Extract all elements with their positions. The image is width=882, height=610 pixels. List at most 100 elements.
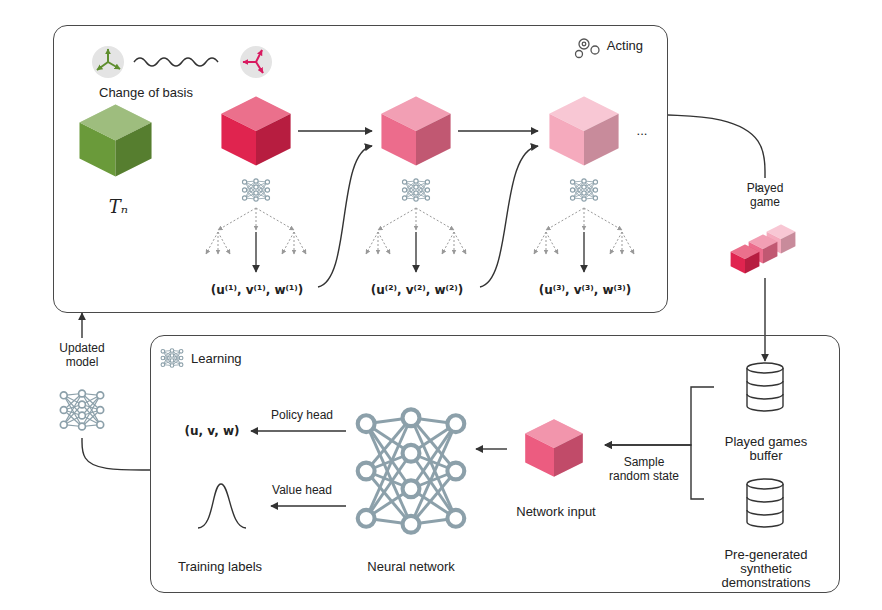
policy-output: (u, v, w): [173, 419, 251, 443]
network-unit: [358, 415, 375, 432]
network-unit: [414, 185, 418, 189]
tree-branch: [546, 232, 547, 254]
network-unit: [254, 179, 258, 183]
connector: [251, 430, 346, 431]
network-unit: [570, 188, 574, 192]
panel-title: Acting: [607, 39, 643, 53]
tree-branch: [378, 232, 390, 254]
network-unit: [447, 510, 464, 527]
tensor-cube: [731, 245, 760, 274]
connector: [81, 313, 82, 338]
node-label: (u, v, w): [185, 424, 240, 438]
tree-branch: [206, 232, 218, 254]
network-unit: [593, 196, 597, 200]
ellipsis-label: ...: [630, 124, 654, 138]
connector: [271, 505, 346, 506]
network-unit: [358, 463, 375, 480]
decor-shape: [579, 39, 589, 49]
tree-branch: [546, 232, 558, 254]
node-label: (u⁽³⁾, v⁽³⁾, w⁽³⁾): [539, 283, 631, 297]
decor-shape: [298, 130, 372, 131]
decor-shape: [108, 62, 120, 69]
network-unit: [425, 180, 429, 184]
node-label: Tₙ: [109, 196, 128, 217]
tree-branch: [442, 232, 454, 254]
updated-model: Updated model: [44, 338, 120, 438]
network-unit: [425, 188, 429, 192]
network-unit: [179, 350, 183, 354]
network-unit: [242, 180, 246, 184]
connector: [668, 115, 765, 178]
node-label: Training labels: [178, 560, 262, 574]
network-unit: [254, 191, 258, 195]
network-unit: [582, 197, 586, 201]
tree-branch: [282, 232, 294, 254]
network-unit: [60, 392, 67, 399]
basis-icon: [240, 46, 272, 78]
decor-shape: [747, 479, 783, 489]
neural-network: Neural network: [346, 396, 476, 576]
node-label: Played game: [735, 181, 795, 209]
edge-label: Policy head: [262, 408, 342, 422]
node-label: Neural network: [367, 560, 454, 574]
decor-shape: [582, 42, 586, 46]
network-unit: [254, 185, 258, 189]
network-unit: [60, 407, 67, 414]
tree-branch: [294, 232, 306, 254]
network-unit: [161, 356, 165, 360]
connector: [476, 448, 507, 449]
decor-shape: [256, 62, 263, 73]
decor-shape: [576, 51, 583, 58]
database-icon: [747, 479, 783, 527]
decor-shape: [747, 381, 783, 399]
network-unit: [358, 510, 375, 527]
tree-branch: [218, 232, 230, 254]
panel: ActingTₙChange of basis(u⁽¹⁾, v⁽¹⁾, w⁽¹⁾…: [53, 25, 668, 313]
step-arrow: [298, 131, 538, 287]
network-unit: [79, 423, 86, 430]
network-unit: [447, 415, 464, 432]
network-unit: [242, 188, 246, 192]
tree-branch: [416, 208, 454, 230]
node-label: Pre-generated synthetic demonstrations: [706, 548, 826, 590]
node-label: (u⁽²⁾, v⁽²⁾, w⁽²⁾): [371, 283, 463, 297]
tensor-cube: [80, 105, 152, 177]
decor-shape: [318, 146, 372, 287]
tree-branch: [454, 232, 455, 254]
connector: [82, 438, 150, 470]
chosen-action: [415, 232, 417, 272]
connector: [764, 278, 765, 361]
decor-shape: [92, 46, 124, 78]
network-unit: [403, 409, 420, 426]
network-unit: [161, 363, 165, 367]
network-unit: [79, 390, 86, 397]
chosen-action: [255, 232, 257, 272]
network-unit: [447, 463, 464, 480]
decor-shape: [591, 46, 599, 54]
decor-shape: [480, 146, 538, 287]
network-unit: [403, 445, 420, 462]
network-unit: [179, 356, 183, 360]
network-unit: [265, 188, 269, 192]
tree-branch: [584, 208, 622, 230]
network-unit: [170, 349, 174, 353]
network-unit: [570, 180, 574, 184]
tree-branch: [584, 208, 585, 230]
decor-shape: [243, 61, 256, 63]
decor-shape: [747, 497, 783, 515]
network-unit: [582, 185, 586, 189]
tree-branch: [546, 208, 584, 230]
network-unit: [97, 392, 104, 399]
network-unit: [593, 188, 597, 192]
decor-shape: [107, 49, 109, 62]
database: Pre-generated synthetic demonstrations: [704, 475, 828, 592]
training-labels: Training labels: [169, 479, 271, 576]
network-unit: [403, 516, 420, 533]
network-unit: [265, 180, 269, 184]
network-input: Network input: [507, 417, 605, 521]
decor-shape: [747, 363, 783, 373]
network-unit: [570, 196, 574, 200]
network-unit: [170, 354, 174, 358]
tensor-cube: [381, 96, 450, 165]
